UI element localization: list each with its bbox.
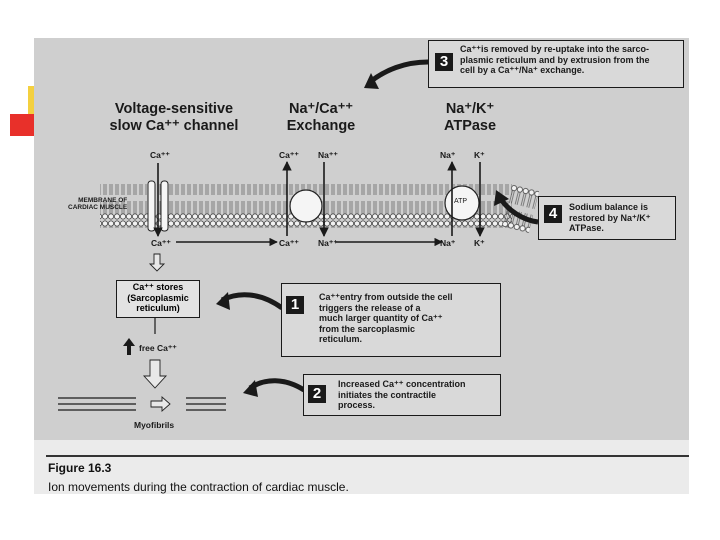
callout-text-1: Ca⁺⁺entry from outside the cell triggers… [319,292,453,344]
callout-number-2: 2 [308,385,326,403]
callout-arrow-1 [220,292,284,311]
membrane-label: MEMBRANE OF CARDIAC MUSCLE [68,197,128,211]
label-na-inside-atpase: Na⁺ [440,238,456,248]
label-k-inside-atpase: K⁺ [474,238,485,248]
callout-text-3: Ca⁺⁺is removed by re-uptake into the sar… [460,44,650,75]
label-k-outside-atpase: K⁺ [474,150,485,160]
free-ca-up-arrow [123,338,135,355]
callout-text-2: Increased Ca⁺⁺ concentration initiates t… [338,379,466,410]
callout-number-1: 1 [286,296,304,314]
atpase-protein [444,185,480,221]
callout-number-3: 3 [435,53,453,71]
hollow-arrow-to-stores [148,253,166,272]
label-na-inside-exchange: Na⁺⁺ [318,238,338,248]
myofibrils-label: Myofibrils [134,420,175,430]
callout-box-2: 2 Increased Ca⁺⁺ concentration initiates… [303,374,501,416]
scanned-figure [34,38,689,494]
atp-label: ATP [454,198,468,205]
callout-box-4: 4 Sodium balance is restored by Na⁺/K⁺ A… [538,196,676,240]
label-ca-outside-channel: Ca⁺⁺ [150,150,170,160]
callout-text-4: Sodium balance is restored by Na⁺/K⁺ ATP… [569,202,651,233]
exchanger-protein [289,189,323,223]
callout-box-1: 1 Ca⁺⁺entry from outside the cell trigge… [281,283,501,357]
caption-area [34,440,689,494]
myofibril-filaments [58,397,226,411]
label-na-outside-atpase: Na⁺ [440,150,456,160]
callout-arrow-2 [248,378,306,393]
callout-box-3: 3 Ca⁺⁺is removed by re-uptake into the s… [428,40,684,88]
hollow-arrow-to-myofibrils [142,359,168,389]
calcium-stores-box: Ca⁺⁺ stores (Sarcoplasmic reticulum) [116,280,200,318]
header-exchange: Na⁺/Ca⁺⁺ Exchange [286,101,356,134]
calcium-channel [147,180,169,232]
label-na-outside-exchange: Na⁺⁺ [318,150,338,160]
callout-number-4: 4 [544,205,562,223]
free-ca-label: free Ca⁺⁺ [139,343,177,353]
header-slow-channel: Voltage-sensitive slow Ca⁺⁺ channel [109,101,239,134]
figure-caption: Ion movements during the contraction of … [48,480,349,494]
label-ca-outside-exchange: Ca⁺⁺ [279,150,299,160]
label-ca-inside-channel: Ca⁺⁺ [151,238,171,248]
figure-title: Figure 16.3 [48,461,112,475]
header-atpase: Na⁺/K⁺ ATPase [443,101,497,134]
callout-arrow-3 [368,59,429,84]
contraction-arrow [150,396,171,412]
label-ca-inside-exchange: Ca⁺⁺ [279,238,299,248]
